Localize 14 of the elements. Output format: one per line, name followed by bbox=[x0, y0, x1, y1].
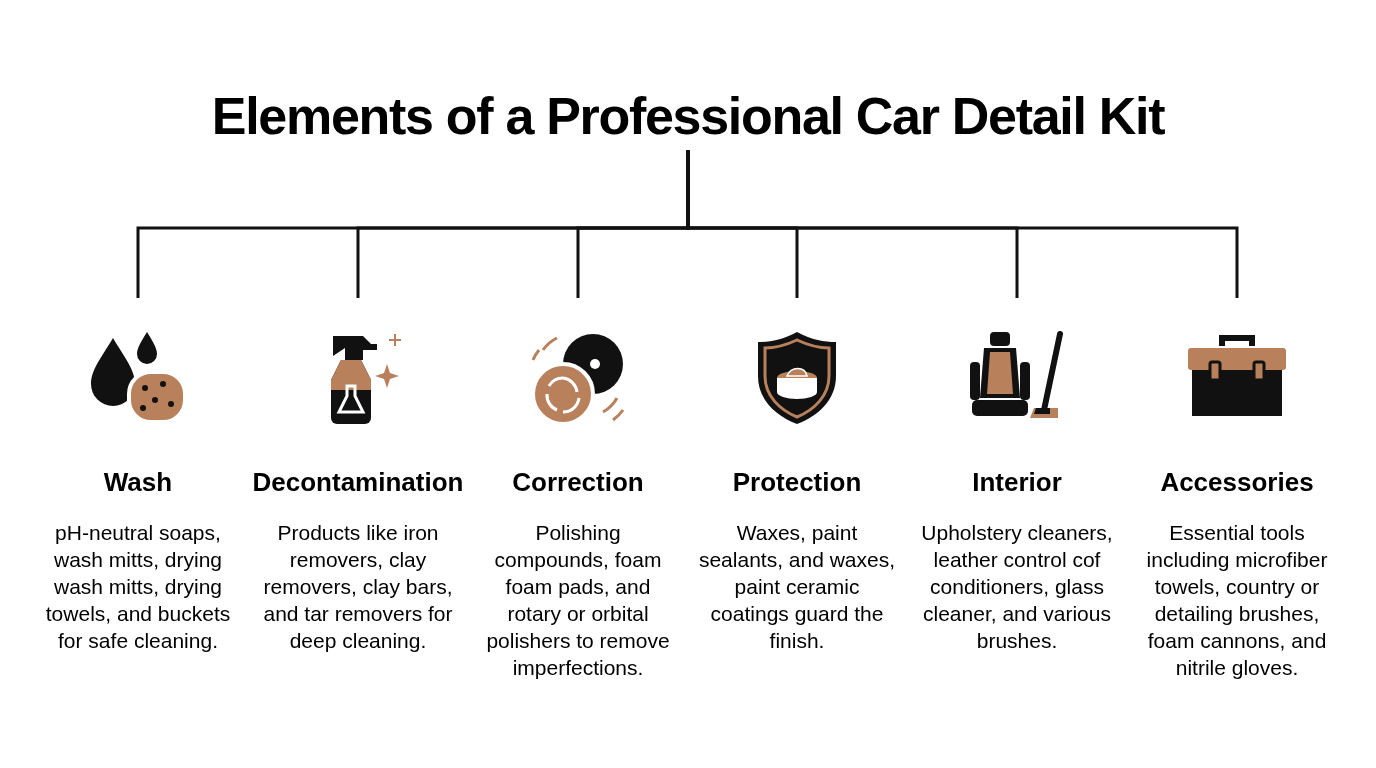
category-heading: Interior bbox=[972, 466, 1062, 499]
category-description: pH-neutral soaps, wash mitts, drying wash mitts, drying towels, and buckets for safe cleaning. bbox=[44, 519, 232, 654]
category-heading: Wash bbox=[103, 466, 173, 499]
category-heading: Protection bbox=[732, 466, 862, 499]
category-description: Waxes, paint sealants, and waxes, paint ceramic coatings guard the finish. bbox=[697, 519, 897, 654]
connector-line bbox=[686, 150, 1239, 298]
root-node-label: Elements of a Professional Car Detail Kit bbox=[211, 90, 1165, 142]
category-heading: Correction bbox=[512, 466, 644, 499]
category-description: Products like iron removers, clay removers, clay bars, and tar removers for deep cleaning. bbox=[262, 519, 454, 654]
category-description: Upholstery cleaners, leather control cof conditioners, glass cleaner, and various brushes. bbox=[920, 519, 1114, 654]
category-heading: Decontamination bbox=[252, 466, 464, 499]
category-description: Essential tools including microfiber towels, country or detailing brushes, foam cannons, and nitrile gloves. bbox=[1145, 519, 1329, 681]
category-heading: Accessories bbox=[1160, 466, 1314, 499]
category-description: Polishing compounds, foam foam pads, and rotary or orbital polishers to remove imperfections. bbox=[485, 519, 671, 681]
